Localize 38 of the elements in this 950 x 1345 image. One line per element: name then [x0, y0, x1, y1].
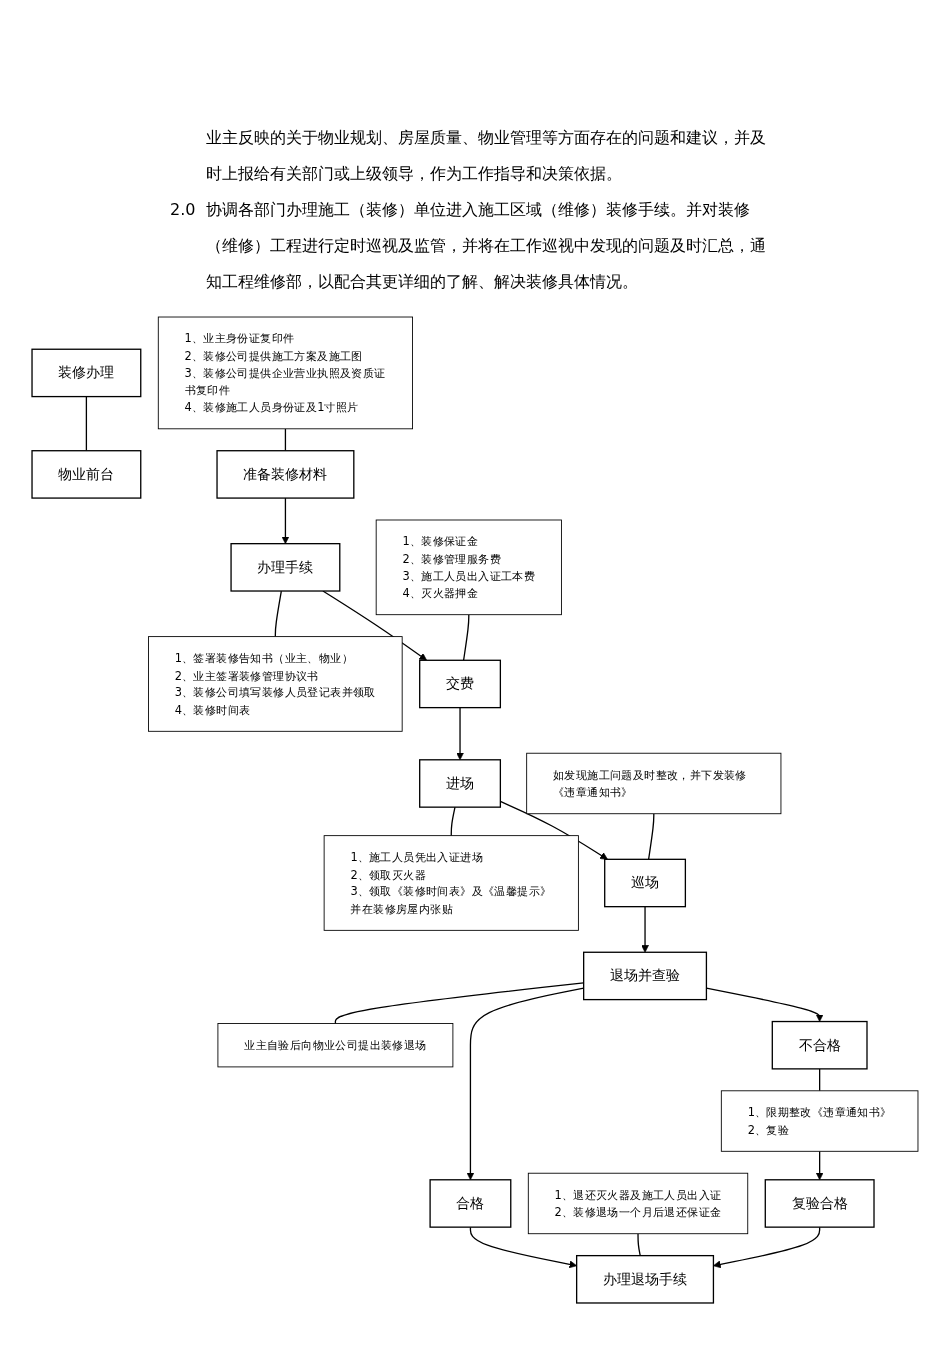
arrow — [322, 590, 427, 661]
section-number: 2.0 — [170, 199, 197, 221]
connector — [819, 1068, 821, 1092]
node-box: 合格 — [429, 1179, 512, 1228]
arrow — [641, 906, 649, 953]
connector — [274, 590, 282, 638]
node-box: 1、施工人员凭出入证进场 2、领取灭火器 3、领取《装修时间表》及《温馨提示》并在装修房屋内张贴 — [323, 835, 579, 931]
paragraph: 协调各部门办理施工（装修）单位进入施工区域（维修）装修手续。并对装修（维修）工程进行定时巡视及监管，并将在工作巡视中发现的问题及时汇总，通知工程维修部，以配合其更详细的了解、解决装修具体情况。 — [206, 199, 767, 293]
node-box: 如发现施工问题及时整改，并下发装修《违章通知书》 — [526, 752, 782, 815]
node-box: 不合格 — [771, 1020, 868, 1070]
node-box: 办理退场手续 — [576, 1255, 715, 1304]
paragraph: 业主反映的关于物业规划、房屋质量、物业管理等方面存在的问题和建议，并及时上报给有关部门或上级领导，作为工作指导和决策依据。 — [206, 127, 767, 185]
arrow — [713, 1226, 821, 1269]
node-box: 1、签署装修告知书（业主、物业） 2、业主签署装修管理协议书 3、装修公司填写装修人员登记表并领取 4、装修时间表 — [148, 636, 403, 732]
node-box: 巡场 — [604, 858, 687, 908]
node-box: 准备装修材料 — [216, 450, 355, 499]
node-box: 业主自验后向物业公司提出装修退场 — [217, 1023, 454, 1068]
arrow — [469, 1226, 577, 1269]
connector — [637, 1233, 641, 1257]
node-box: 办理手续 — [230, 543, 341, 592]
connector — [284, 428, 287, 452]
arrow — [281, 497, 290, 544]
node-box: 装修办理 — [31, 348, 142, 398]
node-box: 物业前台 — [31, 450, 142, 499]
node-box: 退场并查验 — [583, 951, 708, 1001]
node-box: 1、装修保证金 2、装修管理服务费 3、施工人员出入证工本费 4、灭火器押金 — [375, 519, 562, 616]
node-box: 1、退还灭火器及施工人员出入证 2、装修退场一个月后退还保证金 — [527, 1172, 749, 1235]
node-box: 1、限期整改《违章通知书》 2、复验 — [720, 1090, 919, 1152]
arrow — [815, 1150, 824, 1181]
connector — [85, 395, 88, 452]
connector — [647, 813, 655, 860]
node-box: 交费 — [419, 659, 502, 709]
arrow — [456, 706, 464, 761]
node-box: 1、业主身份证复印件 2、装修公司提供施工方案及施工图 3、装修公司提供企业营业执照及资质证书复印件 4、装修施工人员身份证及1寸照片 — [157, 316, 413, 430]
connector — [450, 806, 456, 837]
node-box: 复验合格 — [764, 1179, 875, 1228]
node-box: 进场 — [419, 759, 502, 808]
connector — [462, 614, 470, 661]
